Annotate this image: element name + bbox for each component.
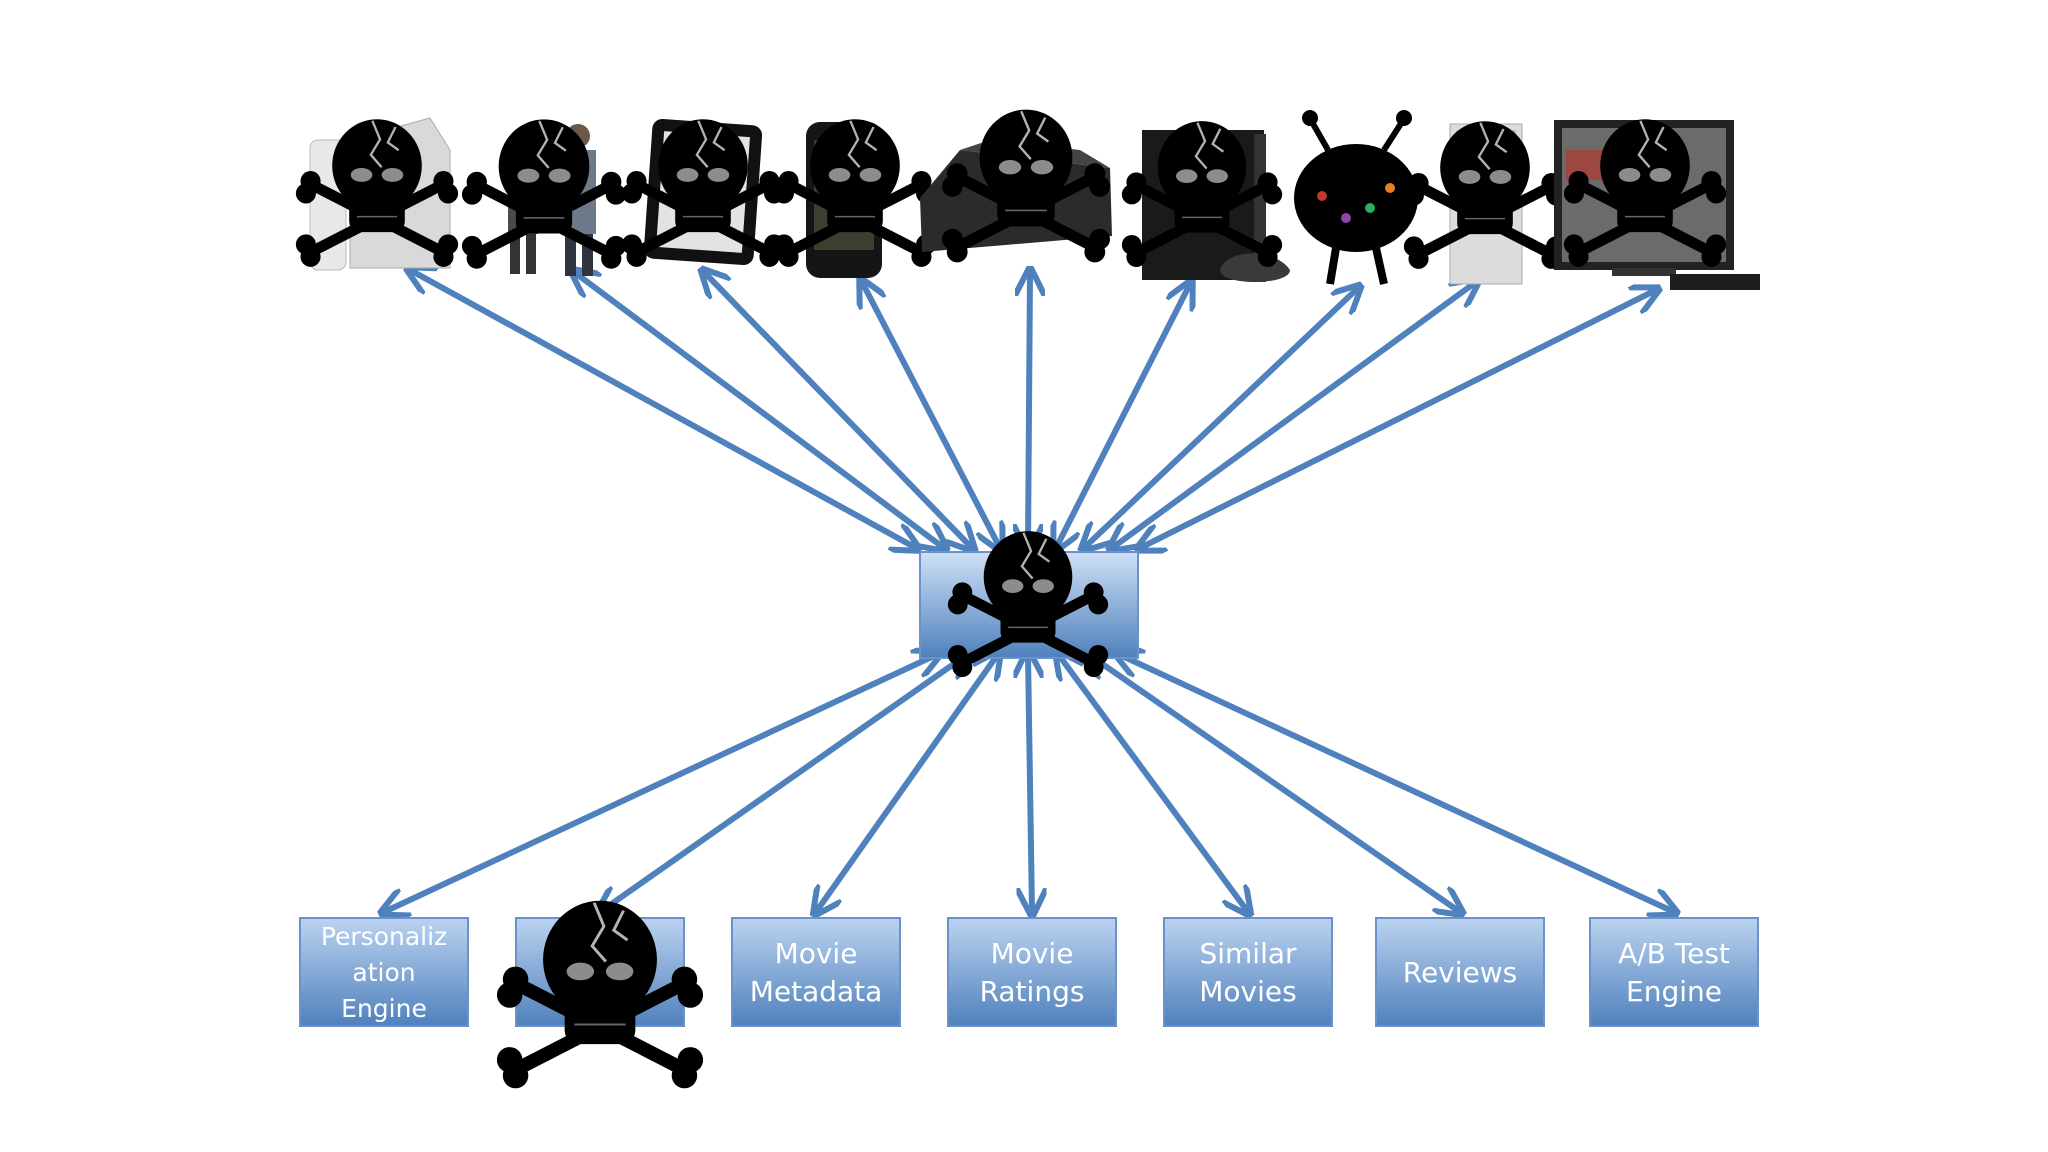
device-row [296, 110, 1760, 290]
service-box [299, 917, 469, 1027]
tv-device [1554, 119, 1760, 290]
arrow-hub-to-similar-movies [1058, 654, 1248, 912]
service-label: ation [352, 958, 415, 987]
service-label: Personaliz [321, 922, 447, 951]
service-row: PersonalizationEngineMovieMetadataMovieR… [299, 901, 1759, 1089]
connection-arrows [384, 270, 1674, 912]
service-box [1375, 917, 1545, 1027]
arrow-hub-to-movie-ratings [1028, 654, 1032, 912]
arrow-people-to-hub [574, 272, 944, 548]
arrow-set-top-box-to-hub [1028, 272, 1030, 548]
service-label: Reviews [1403, 956, 1518, 989]
arrow-hub-to-reviews [1088, 654, 1460, 912]
service-label: Movie [991, 937, 1074, 970]
service-label: Movies [1199, 975, 1296, 1008]
service-service-2 [497, 901, 703, 1089]
service-box [947, 917, 1117, 1027]
arrow-hub-to-personalization [384, 654, 938, 912]
arrow-hub-to-movie-metadata [816, 654, 998, 912]
bug-figure [1294, 110, 1418, 285]
ps3-console [1122, 121, 1290, 282]
arrow-phone-to-hub [862, 282, 1000, 548]
xbox-console [1404, 121, 1566, 285]
service-box [1163, 917, 1333, 1027]
arrow-hub-to-ab-test [1118, 654, 1674, 912]
tablet-device [622, 118, 784, 267]
service-label: Metadata [750, 975, 883, 1008]
service-box [1589, 917, 1759, 1027]
smartphone-device [774, 119, 936, 278]
arrow-xbox-to-hub [1112, 282, 1476, 548]
service-label: Ratings [980, 975, 1085, 1008]
service-label: Engine [1626, 975, 1722, 1008]
service-label: A/B Test [1618, 937, 1730, 970]
service-box [731, 917, 901, 1027]
wii-console [296, 118, 458, 270]
service-label: Movie [775, 937, 858, 970]
service-reviews: Reviews [1375, 917, 1545, 1027]
service-label: Engine [341, 994, 427, 1023]
central-hub [919, 531, 1139, 677]
people-figures [462, 119, 626, 276]
set-top-box-device [920, 110, 1112, 263]
skull-icon [462, 119, 626, 268]
arrow-tv-to-hub [1140, 290, 1656, 548]
service-label: Similar [1199, 937, 1297, 970]
